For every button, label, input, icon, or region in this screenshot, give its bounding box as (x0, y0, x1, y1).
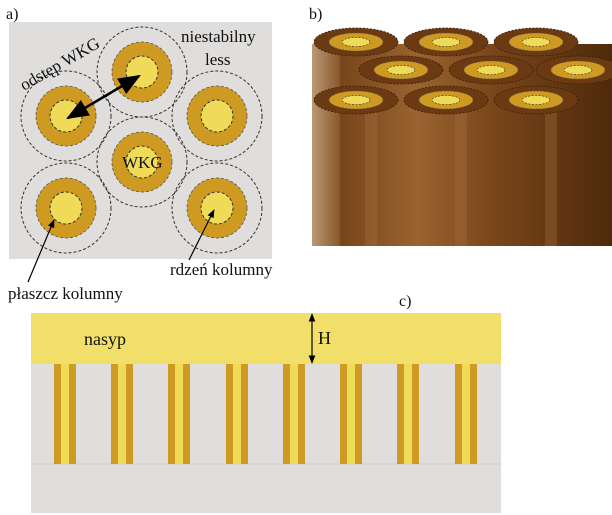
column-top-front-1 (313, 85, 399, 115)
column-plan-right (171, 70, 263, 162)
panel-b-letter: b) (309, 6, 322, 23)
panel-c-letter: c) (399, 293, 411, 310)
height-label: H (318, 328, 331, 348)
column-plan-bottom-right (171, 162, 263, 254)
panel-b: b) (309, 6, 612, 246)
core-label: rdzeń kolumny (170, 260, 273, 279)
column-top-mid-1 (358, 55, 444, 85)
column-top-back-1 (313, 27, 399, 57)
column-section-8 (455, 364, 477, 464)
column-plan-center (96, 116, 188, 208)
column-top-mid-3 (535, 55, 612, 85)
spacing-arrow (66, 74, 141, 120)
sheath-label: płaszcz kolumny (8, 284, 123, 303)
column-section-3 (168, 364, 190, 464)
column-section-6 (340, 364, 362, 464)
column-section-7 (397, 364, 419, 464)
column-section-4 (226, 364, 248, 464)
column-section-1 (54, 364, 76, 464)
soil-label-line1: niestabilny (181, 27, 256, 46)
column-section-2 (111, 364, 133, 464)
panel-a: a) (6, 6, 273, 303)
column-block-left-face (312, 44, 340, 246)
column-top-mid-2 (448, 55, 534, 85)
panel-c: c) nasyp H (31, 293, 501, 513)
column-top-back-2 (403, 27, 489, 57)
column-label: WKG (122, 153, 163, 172)
soil-label-line2: less (205, 50, 231, 69)
column-top-front-2 (403, 85, 489, 115)
column-top-front-3 (493, 85, 579, 115)
panel-a-letter: a) (6, 6, 18, 23)
soil-layer (31, 364, 501, 513)
embankment-layer (31, 313, 501, 364)
embankment-label: nasyp (84, 329, 126, 349)
sheath-leader-arrow (27, 219, 55, 283)
core-leader-arrow (188, 209, 215, 261)
column-top-back-3 (493, 27, 579, 57)
column-section-5 (283, 364, 305, 464)
